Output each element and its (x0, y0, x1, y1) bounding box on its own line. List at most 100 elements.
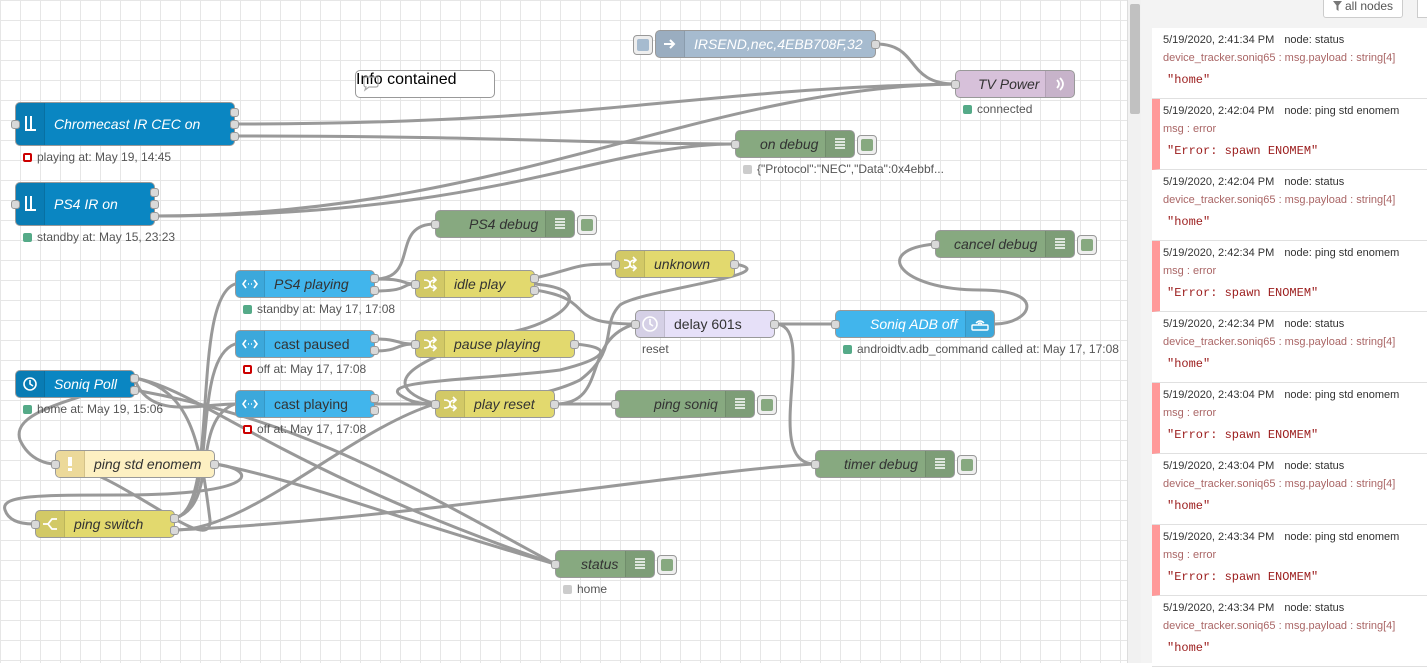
message-node[interactable]: node: ping std enomem (1284, 389, 1400, 401)
tv-power-node[interactable]: TV Power (951, 70, 1075, 98)
input-port[interactable] (951, 80, 960, 89)
output-port[interactable] (730, 260, 739, 269)
comment-node[interactable]: Info contained (355, 70, 495, 98)
output-port[interactable] (530, 286, 539, 295)
pause-playing-node[interactable]: pause playing (411, 330, 579, 358)
output-port[interactable] (130, 374, 139, 383)
debug-toggle[interactable] (757, 395, 777, 415)
output-port[interactable] (370, 394, 379, 403)
ping-switch-node[interactable]: ping switch (31, 510, 179, 538)
soniq-poll-node[interactable]: Soniq Poll (15, 370, 139, 398)
output-port[interactable] (130, 386, 139, 395)
ps4-ir-node[interactable]: PS4 IR on (11, 182, 159, 226)
output-port[interactable] (570, 340, 579, 349)
output-port[interactable] (210, 460, 219, 469)
output-port[interactable] (230, 120, 239, 129)
input-port[interactable] (411, 280, 420, 289)
input-port[interactable] (611, 260, 620, 269)
input-port[interactable] (431, 400, 440, 409)
message-node[interactable]: node: ping std enomem (1284, 531, 1400, 543)
input-port[interactable] (831, 320, 840, 329)
output-port[interactable] (370, 346, 379, 355)
cast-paused-node[interactable]: cast paused (235, 330, 379, 358)
message-node[interactable]: node: status (1284, 460, 1345, 472)
input-port[interactable] (31, 520, 40, 529)
output-port[interactable] (170, 526, 179, 535)
cancel-debug-node[interactable]: cancel debug (931, 230, 1097, 258)
play-reset-node[interactable]: play reset (431, 390, 559, 418)
output-port[interactable] (370, 406, 379, 415)
canvas-scrollbar[interactable] (1127, 0, 1142, 663)
message-node[interactable]: node: status (1284, 602, 1345, 614)
ps4-debug-node[interactable]: PS4 debug (431, 210, 597, 238)
output-port[interactable] (150, 188, 159, 197)
output-port[interactable] (170, 514, 179, 523)
debug-toggle[interactable] (1077, 235, 1097, 255)
input-port[interactable] (411, 340, 420, 349)
input-port[interactable] (51, 460, 60, 469)
inject-button[interactable] (633, 35, 653, 55)
message-node[interactable]: node: ping std enomem (1284, 105, 1400, 117)
input-port[interactable] (11, 120, 20, 129)
node-label: Chromecast IR CEC on (54, 116, 201, 132)
output-port[interactable] (150, 212, 159, 221)
timer-debug-node[interactable]: timer debug (811, 450, 977, 478)
soniq-adb-node[interactable]: Soniq ADB off (831, 310, 995, 338)
scroll-thumb[interactable] (1130, 4, 1140, 114)
ps4-ir-status: standby at: May 15, 23:23 (23, 230, 175, 244)
debug-toggle[interactable] (577, 215, 597, 235)
idle-play-node[interactable]: idle play (411, 270, 539, 298)
input-port[interactable] (931, 240, 940, 249)
message-node[interactable]: node: status (1284, 176, 1345, 188)
output-port[interactable] (150, 200, 159, 209)
output-port[interactable] (230, 108, 239, 117)
output-port[interactable] (370, 286, 379, 295)
clear-button[interactable] (1417, 0, 1427, 18)
input-port[interactable] (631, 320, 640, 329)
ping-soniq-node[interactable]: ping soniq (611, 390, 777, 418)
delay-node[interactable]: delay 601s (631, 310, 779, 338)
cast-playing-node[interactable]: cast playing (235, 390, 379, 418)
ps4-playing-node[interactable]: PS4 playing (235, 270, 379, 298)
message-node[interactable]: node: ping std enomem (1284, 247, 1400, 259)
output-port[interactable] (370, 274, 379, 283)
message-topic: msg : error (1163, 407, 1217, 419)
message-node[interactable]: node: status (1284, 318, 1345, 330)
ping-std-node[interactable]: ping std enomem (51, 450, 219, 478)
output-port[interactable] (530, 274, 539, 283)
on-debug-node[interactable]: on debug (731, 130, 877, 158)
switch-icon (36, 511, 65, 537)
input-port[interactable] (551, 560, 560, 569)
node-label: idle play (454, 276, 506, 292)
input-port[interactable] (811, 460, 820, 469)
message-node[interactable]: node: status (1284, 34, 1345, 46)
input-port[interactable] (611, 400, 620, 409)
filter-button[interactable]: all nodes (1323, 0, 1404, 18)
input-port[interactable] (431, 220, 440, 229)
input-port[interactable] (11, 200, 20, 209)
status-debug-node[interactable]: status (551, 550, 677, 578)
output-port[interactable] (770, 320, 779, 329)
irsend-node[interactable]: IRSEND,nec,4EBB708F,32 (633, 30, 880, 58)
flow-canvas[interactable]: IRSEND,nec,4EBB708F,32 Info contained TV… (0, 0, 1127, 663)
chromecast-node[interactable]: Chromecast IR CEC on (11, 102, 239, 146)
input-port[interactable] (731, 140, 740, 149)
unknown-node[interactable]: unknown (611, 250, 739, 278)
output-port[interactable] (871, 40, 880, 49)
output-port[interactable] (230, 132, 239, 141)
debug-toggle[interactable] (957, 455, 977, 475)
output-port[interactable] (550, 400, 559, 409)
debug-toggle[interactable] (857, 135, 877, 155)
debug-toggle[interactable] (657, 555, 677, 575)
output-port[interactable] (370, 334, 379, 343)
